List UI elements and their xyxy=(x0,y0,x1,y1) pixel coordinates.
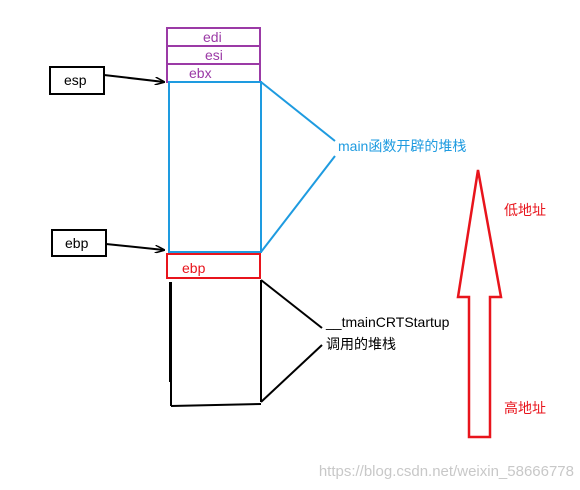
address-direction-arrow-icon xyxy=(456,169,503,439)
register-slot-edi: edi xyxy=(166,27,261,47)
caller-frame-pointer-line-top xyxy=(260,279,323,329)
saved-ebp-label: ebp xyxy=(182,260,206,276)
main-frame-pointer-line-top xyxy=(260,81,336,142)
caller-frame-label-line2: 调用的堆栈 xyxy=(326,336,396,352)
caller-frame-pointer-line-bottom xyxy=(260,344,323,403)
caller-frame-label-line1: __tmainCRTStartup xyxy=(325,314,450,330)
watermark: https://blog.csdn.net/weixin_58666778 xyxy=(319,463,574,480)
low-address-label: 低地址 xyxy=(504,202,546,218)
high-address-label: 高地址 xyxy=(504,400,546,416)
main-frame-pointer-line-bottom xyxy=(260,155,336,253)
saved-ebp-slot: ebp xyxy=(166,253,261,279)
ebp-arrow xyxy=(105,243,164,250)
register-label-edi: edi xyxy=(203,29,222,45)
main-frame-label: main函数开辟的堆栈 xyxy=(338,138,466,154)
register-slot-ebx: ebx xyxy=(166,63,261,83)
esp-arrow xyxy=(103,74,164,82)
caller-stack-frame xyxy=(169,280,262,407)
register-label-esi: esi xyxy=(205,47,223,63)
register-slot-esi: esi xyxy=(166,45,261,65)
ebp-pointer: ebp xyxy=(51,229,107,257)
esp-label: esp xyxy=(64,72,87,88)
main-stack-frame xyxy=(168,81,262,253)
esp-pointer: esp xyxy=(49,66,105,95)
register-label-ebx: ebx xyxy=(189,65,212,81)
ebp-label: ebp xyxy=(65,235,89,251)
